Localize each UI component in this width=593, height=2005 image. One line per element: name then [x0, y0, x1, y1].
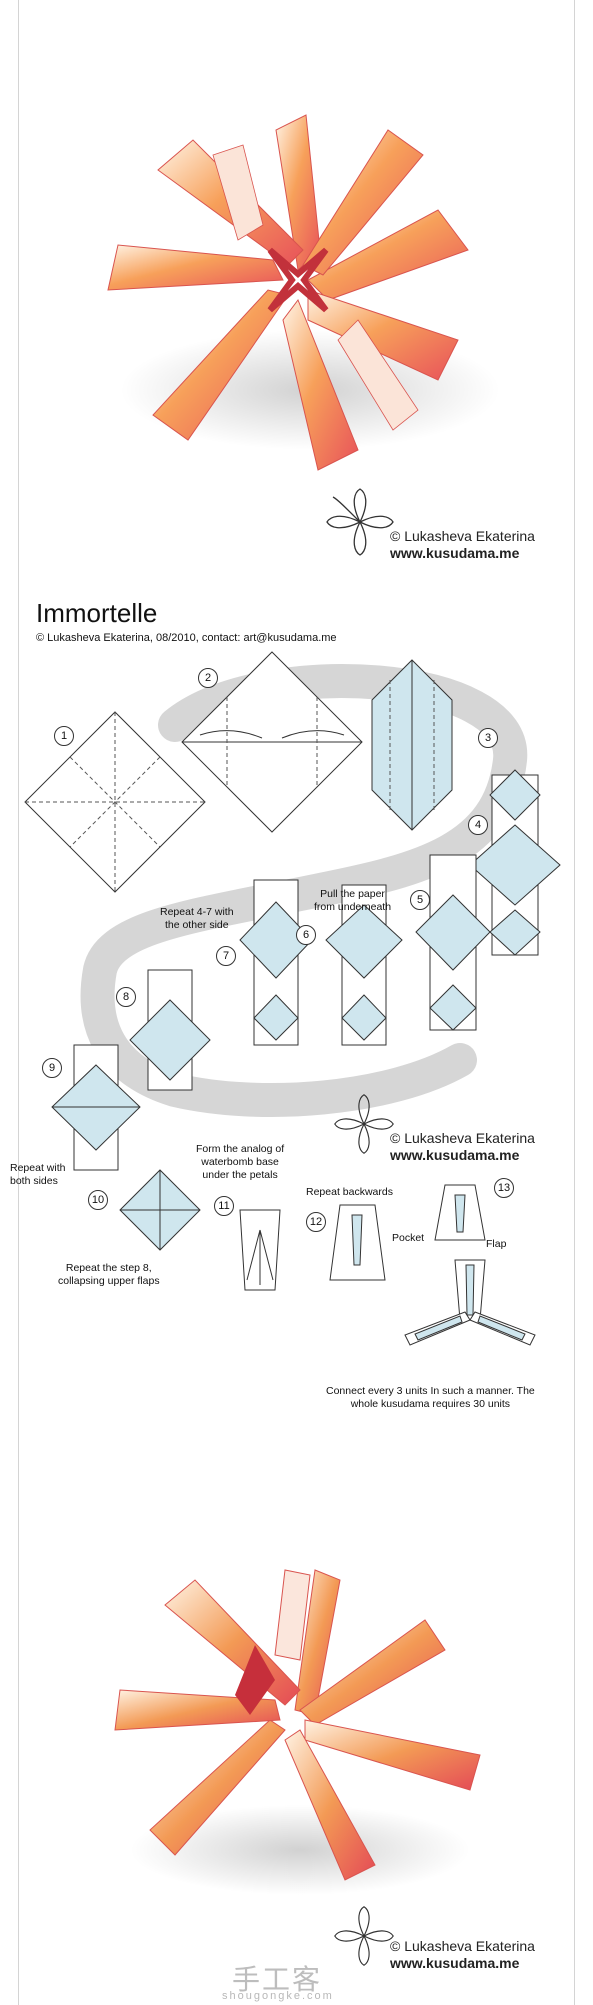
page-subtitle: © Lukasheva Ekaterina, 08/2010, contact:…: [36, 632, 337, 644]
credit-author: © Lukasheva Ekaterina: [390, 1938, 535, 1954]
step8-unit: [129, 969, 211, 1091]
step12-unit: [329, 1204, 386, 1281]
note-repeat-back: Repeat backwards: [306, 1186, 393, 1198]
flower-logo-icon: [334, 1094, 394, 1154]
step9-unit: [51, 1044, 141, 1171]
credit-middle: © Lukasheva Ekaterina www.kusudama.me: [390, 1130, 535, 1164]
step5-unit: [415, 854, 491, 1031]
page-frame: [18, 0, 575, 2005]
step-number: 8: [116, 987, 136, 1007]
kusudama-photo-bottom: [114, 1569, 481, 1895]
credit-url: www.kusudama.me: [390, 545, 520, 561]
step10-unit: [119, 1169, 201, 1251]
kusudama-photo-top: [107, 114, 500, 471]
credit-url: www.kusudama.me: [390, 1955, 520, 1971]
step6-unit: [325, 884, 403, 1046]
credit-top: © Lukasheva Ekaterina www.kusudama.me: [390, 528, 535, 562]
watermark-text: 手工客: [232, 1963, 323, 1996]
note-connect: Connect every 3 units In such a manner. …: [326, 1385, 535, 1410]
step-number: 10: [88, 1190, 108, 1210]
note-flap: Flap: [486, 1238, 507, 1250]
step4-unit: [469, 769, 561, 956]
credit-author: © Lukasheva Ekaterina: [390, 528, 535, 544]
step7-unit: [239, 879, 313, 1046]
note-repeat-both: Repeat with both sides: [10, 1162, 66, 1187]
step-number: 6: [296, 925, 316, 945]
step-number: 3: [478, 728, 498, 748]
note-waterbomb: Form the analog of waterbomb base under …: [196, 1143, 285, 1181]
step-number: 5: [410, 890, 430, 910]
step1-square: [24, 711, 206, 893]
fold-diagram: [24, 651, 561, 1346]
note-pull: Pull the paper from underneath: [314, 888, 392, 913]
step3-hexagon: [371, 659, 453, 831]
step-number: 11: [214, 1196, 234, 1216]
step2-diamond: [181, 651, 363, 833]
step13-unit: [434, 1184, 486, 1241]
credit-url: www.kusudama.me: [390, 1147, 520, 1163]
note-repeat-step-8: Repeat the step 8, collapsing upper flap…: [58, 1262, 160, 1287]
flower-logo-icon: [334, 1906, 394, 1966]
step-number: 1: [54, 726, 74, 746]
step-number: 12: [306, 1212, 326, 1232]
note-pocket: Pocket: [392, 1232, 425, 1244]
flower-logo-icon: [326, 488, 394, 556]
assembly-three-units: [404, 1259, 536, 1346]
step-number: 4: [468, 815, 488, 835]
credit-author: © Lukasheva Ekaterina: [390, 1130, 535, 1146]
watermark-url: shougongke.com: [222, 1990, 334, 2002]
page-title: Immortelle: [36, 598, 158, 628]
note-repeat-4-7: Repeat 4-7 with the other side: [160, 906, 234, 931]
step-number: 7: [216, 946, 236, 966]
step-number: 13: [494, 1178, 514, 1198]
step-number: 9: [42, 1058, 62, 1078]
step11-unit: [239, 1209, 281, 1291]
sequence-path: [80, 664, 528, 1117]
credit-bottom: © Lukasheva Ekaterina www.kusudama.me: [390, 1938, 535, 1972]
step-number: 2: [198, 668, 218, 688]
